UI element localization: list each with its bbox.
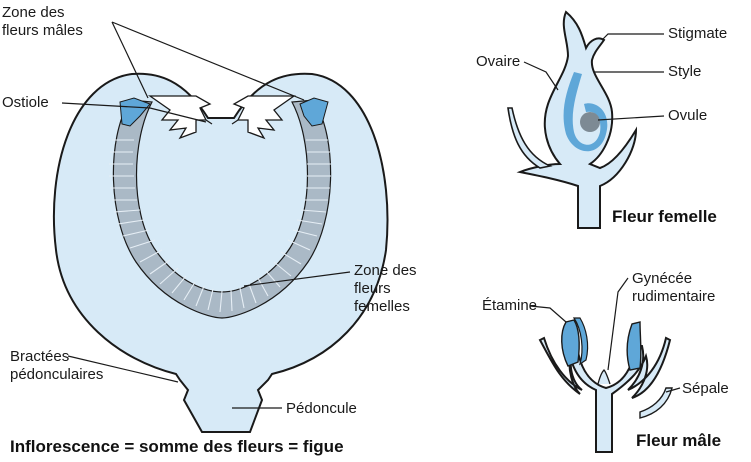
female-left-bract [508, 108, 550, 168]
label-gynecee-1: Gynécée [632, 270, 692, 287]
stamen-right [627, 322, 641, 370]
label-pedoncule: Pédoncule [286, 400, 357, 417]
fig-inflorescence [54, 74, 388, 432]
label-zone-femelles-3: femelles [354, 298, 410, 315]
ovule-shape [580, 112, 600, 132]
leader-ovaire [524, 62, 558, 90]
label-style: Style [668, 63, 701, 80]
stamen-left [562, 320, 579, 366]
female-flower [508, 12, 636, 228]
leader-stigmate [602, 34, 664, 40]
label-bractees-1: Bractées [10, 348, 69, 365]
label-gynecee-2: rudimentaire [632, 288, 715, 305]
label-sepale: Sépale [682, 380, 729, 397]
label-zone-males-1: Zone des [2, 4, 65, 21]
label-ovaire: Ovaire [476, 53, 520, 70]
leader-gynecee [608, 278, 628, 370]
caption-inflorescence: Inflorescence = somme des fleurs = figue [10, 437, 344, 456]
rudimentary-gynoecium [598, 370, 610, 384]
label-ovule: Ovule [668, 107, 707, 124]
label-zone-femelles-2: fleurs [354, 280, 391, 297]
label-zone-femelles-1: Zone des [354, 262, 417, 279]
label-zone-males-2: fleurs mâles [2, 22, 83, 39]
label-stigmate: Stigmate [668, 25, 727, 42]
caption-fleur-male: Fleur mâle [636, 431, 721, 450]
caption-fleur-femelle: Fleur femelle [612, 207, 717, 226]
fig-body [54, 74, 388, 432]
label-bractees-2: pédonculaires [10, 366, 103, 383]
label-ostiole: Ostiole [2, 94, 49, 111]
male-sepal [640, 388, 672, 418]
label-etamine: Étamine [482, 297, 537, 314]
female-flower-body [520, 12, 636, 228]
